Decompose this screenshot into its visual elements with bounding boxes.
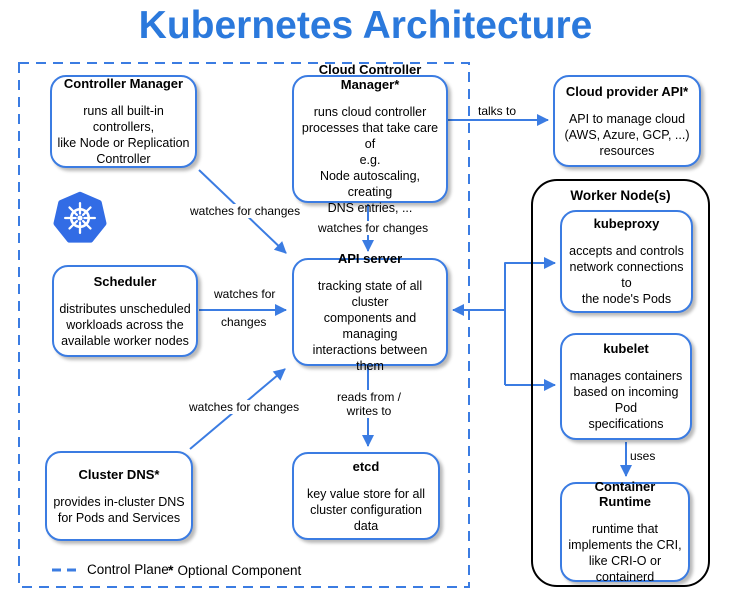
node-title: kubeproxy (593, 216, 660, 231)
node-etcd: etcd key value store for all cluster con… (292, 452, 440, 540)
node-container-runtime: Container Runtime runtime that implement… (560, 479, 690, 584)
legend-optional-component: * Optional Component (168, 562, 301, 578)
node-cluster-dns: Cluster DNS* provides in-cluster DNS for… (45, 451, 193, 541)
node-title: Container Runtime (594, 479, 656, 509)
edge-label-changes: changes (219, 315, 269, 329)
node-body: distributes unscheduled workloads across… (59, 301, 191, 348)
node-controller-manager: Controller Manager runs all built-in con… (50, 75, 197, 168)
edge-label-reads-from-writes-to: reads from / writes to (326, 390, 412, 418)
legend-control-plane: Control Plane (52, 562, 169, 577)
node-body: runtime that implements the CRI, like CR… (568, 522, 682, 584)
node-body: tracking state of all cluster components… (312, 278, 428, 373)
node-title: Cloud provider API* (565, 83, 689, 99)
node-title: Cluster DNS* (78, 466, 160, 482)
node-cloud-provider-api: Cloud provider API* API to manage cloud … (553, 75, 701, 167)
legend-optional-label: Optional Component (177, 562, 302, 578)
edge-label-watches-for: watches for (212, 287, 278, 301)
dashed-line-icon (52, 568, 79, 571)
node-title: etcd (352, 458, 380, 474)
worker-node-container (531, 179, 710, 587)
arrow-connector-to-kubeproxy (504, 257, 556, 385)
asterisk-icon: * (168, 562, 174, 578)
edge-label-watches-for-changes: watches for changes (188, 204, 303, 218)
node-body: API to manage cloud (AWS, Azure, GCP, ..… (564, 111, 690, 158)
edge-label-talks-to: talks to (476, 104, 519, 118)
node-title: Controller Manager (63, 76, 184, 91)
legend-control-plane-label: Control Plane (87, 562, 169, 577)
worker-node-title: Worker Node(s) (570, 188, 671, 203)
node-title: Scheduler (93, 273, 157, 289)
node-body: key value store for all cluster configur… (306, 486, 426, 533)
node-body: runs cloud controller processes that tak… (301, 105, 439, 215)
node-cloud-controller-manager: Cloud Controller Manager* runs cloud con… (292, 62, 448, 215)
node-kubeproxy: kubeproxy accepts and controls network c… (560, 210, 693, 313)
page-title: Kubernetes Architecture (138, 4, 593, 47)
node-body: provides in-cluster DNS for Pods and Ser… (53, 494, 185, 525)
node-body: accepts and controls network connections… (569, 244, 684, 306)
node-scheduler: Scheduler distributes unscheduled worklo… (52, 265, 198, 357)
node-body: runs all built-in controllers, like Node… (57, 104, 190, 166)
edge-label-watches-for-changes: watches for changes (316, 221, 431, 235)
node-title: Cloud Controller Manager* (318, 62, 422, 92)
edge-label-watches-for-changes: watches for changes (187, 400, 302, 414)
node-body: manages containers based on incoming Pod… (569, 369, 683, 431)
edge-label-uses: uses (628, 449, 658, 463)
kubernetes-logo-icon (53, 191, 107, 243)
node-title: API server (337, 250, 403, 266)
node-kubelet: kubelet manages containers based on inco… (560, 333, 692, 440)
control-plane-boundary (18, 62, 470, 588)
node-title: kubelet (603, 341, 649, 356)
node-api-server: API server tracking state of all cluster… (292, 251, 448, 373)
